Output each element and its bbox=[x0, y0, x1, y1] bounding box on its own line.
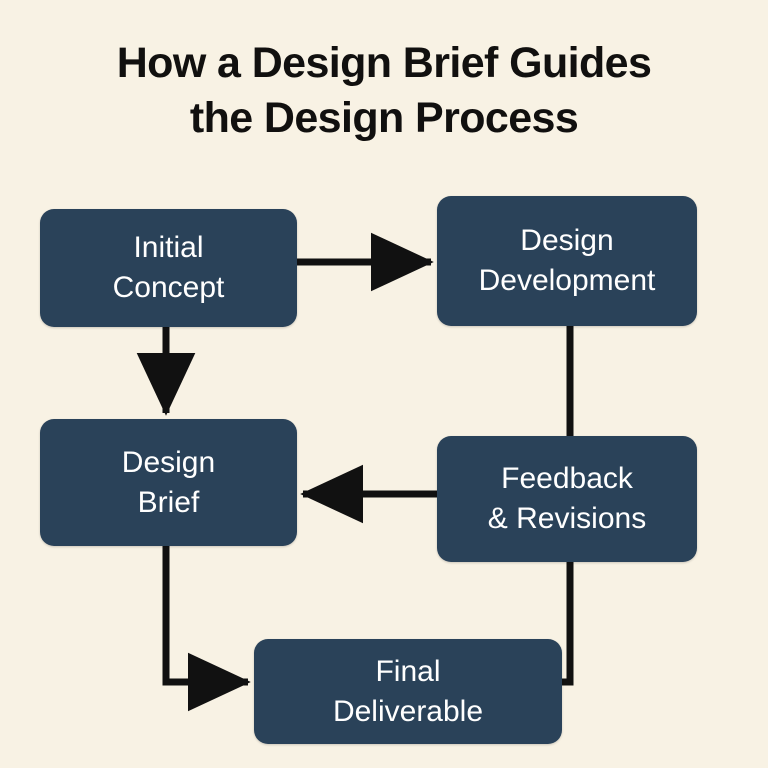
node-design-development[interactable]: Design Development bbox=[437, 196, 697, 326]
node-final-deliverable[interactable]: Final Deliverable bbox=[254, 639, 562, 744]
node-feedback-revisions[interactable]: Feedback & Revisions bbox=[437, 436, 697, 562]
page-title: How a Design Brief Guides the Design Pro… bbox=[116, 39, 652, 142]
edge-design-brief-to-final-deliverable bbox=[162, 546, 251, 712]
node-design-brief[interactable]: Design Brief bbox=[40, 419, 297, 546]
node-initial-concept[interactable]: Initial Concept bbox=[40, 209, 297, 327]
